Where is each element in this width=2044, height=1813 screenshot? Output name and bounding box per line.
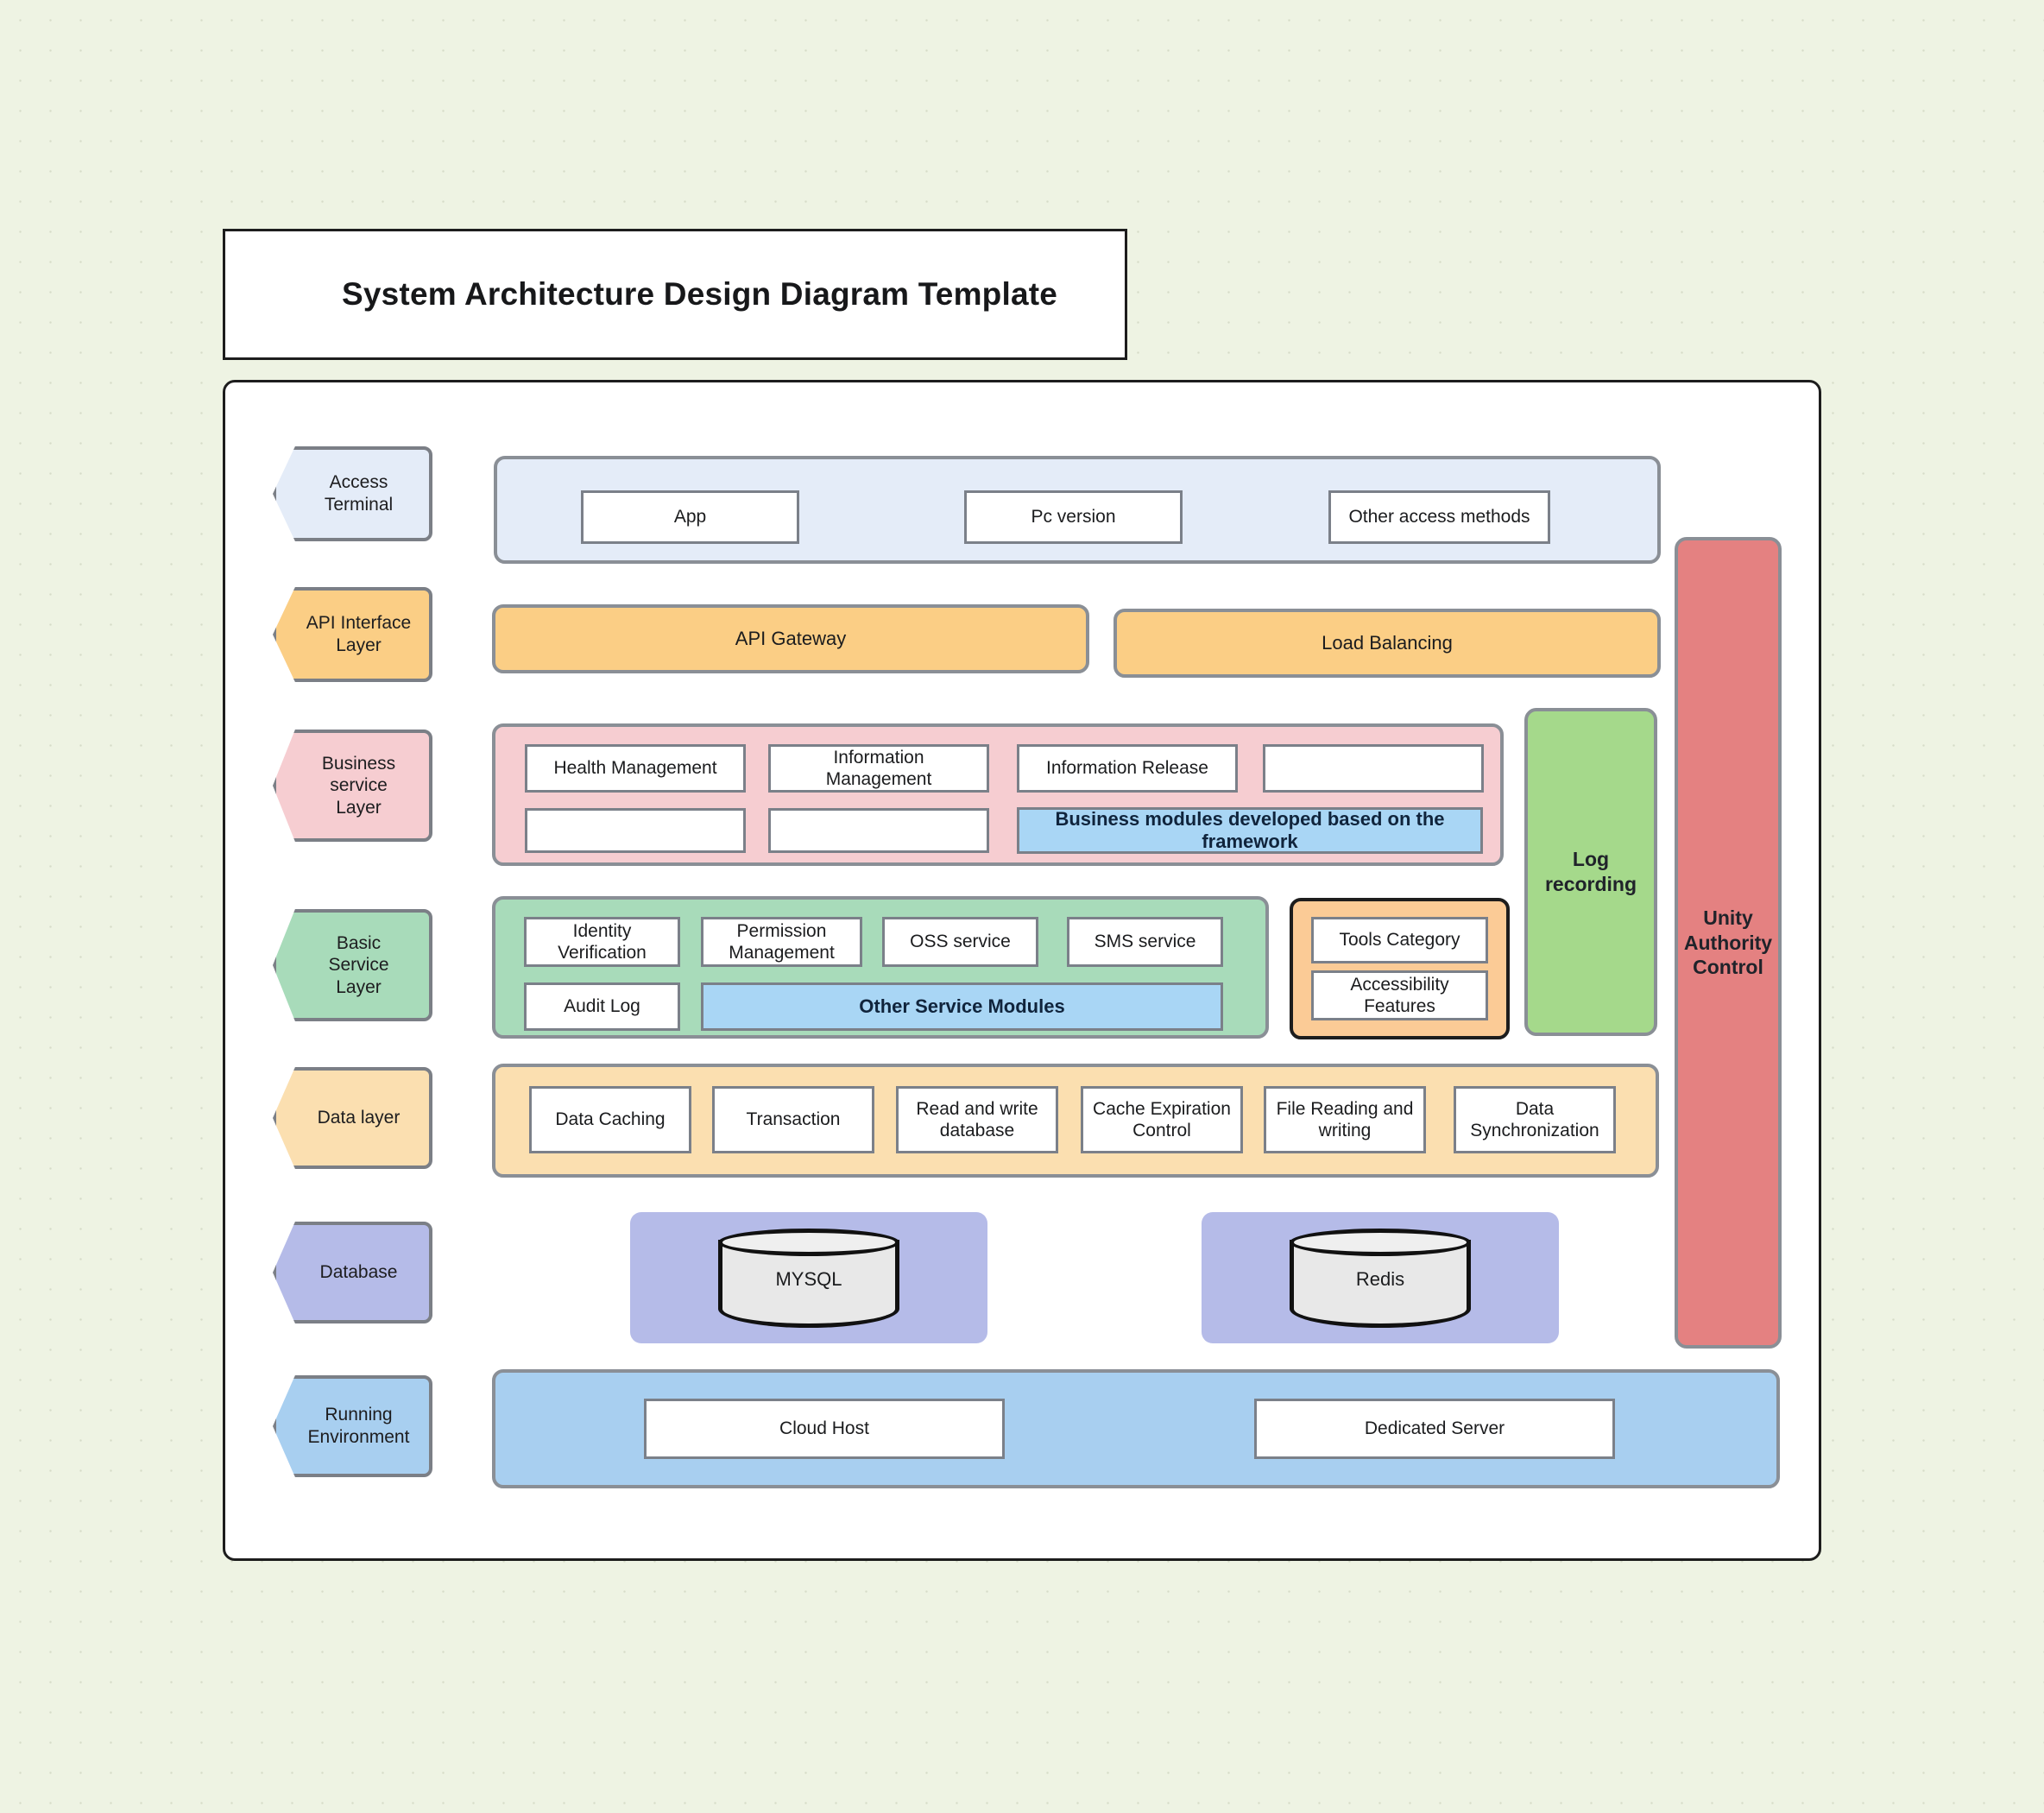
basic-highlight-other-service-modules-label: Other Service Modules <box>859 995 1065 1017</box>
access-item-pc-version[interactable]: Pc version <box>964 490 1183 544</box>
layer-chip-basic-service[interactable]: Basic Service Layer <box>273 909 432 1021</box>
layer-chip-access-terminal[interactable]: Access Terminal <box>273 446 432 541</box>
business-item-information-management[interactable]: Information Management <box>768 744 989 793</box>
database-item-mysql[interactable]: MYSQL <box>630 1212 987 1343</box>
business-item-empty-3[interactable] <box>768 808 989 853</box>
basic-item-sms-service-label: SMS service <box>1094 932 1196 952</box>
basic-item-oss-service-label: OSS service <box>910 932 1011 952</box>
cylinder-icon-redis: Redis <box>1290 1228 1471 1328</box>
access-item-other-access-methods[interactable]: Other access methods <box>1328 490 1550 544</box>
layer-label-business-service: Business service Layer <box>321 753 396 818</box>
layer-chip-database[interactable]: Database <box>273 1222 432 1323</box>
side-panel-log-recording-label: Log recording <box>1544 848 1637 895</box>
layer-label-api-interface: API Interface Layer <box>306 613 412 655</box>
layer-chip-data-layer[interactable]: Data layer <box>273 1067 432 1169</box>
data-item-read-write-database-label: Read and write database <box>916 1098 1038 1140</box>
data-item-cache-expiration-control[interactable]: Cache Expiration Control <box>1081 1086 1243 1153</box>
basic-item-identity-verification-label: Identity Verification <box>558 920 647 963</box>
business-item-information-release[interactable]: Information Release <box>1017 744 1238 793</box>
layer-label-basic-service: Basic Service Layer <box>328 932 389 997</box>
business-highlight-framework-modules[interactable]: Business modules developed based on the … <box>1017 807 1483 854</box>
database-item-redis[interactable]: Redis <box>1202 1212 1559 1343</box>
side-panel-unity-authority-control[interactable]: Unity Authority Control <box>1675 537 1782 1349</box>
basic-highlight-other-service-modules[interactable]: Other Service Modules <box>701 982 1223 1031</box>
business-item-health-management-label: Health Management <box>553 758 717 779</box>
layer-label-running-env: Running Environment <box>307 1405 410 1447</box>
business-item-information-release-label: Information Release <box>1046 758 1208 779</box>
api-item-api-gateway-label: API Gateway <box>735 628 847 649</box>
layer-label-database: Database <box>319 1262 398 1283</box>
data-item-data-synchronization[interactable]: Data Synchronization <box>1454 1086 1616 1153</box>
basic-item-audit-log[interactable]: Audit Log <box>524 982 680 1031</box>
basic-item-permission-management-label: Permission Management <box>729 920 835 963</box>
business-item-empty-1[interactable] <box>1263 744 1484 793</box>
running-env-item-dedicated-server-label: Dedicated Server <box>1364 1418 1505 1439</box>
data-item-transaction-label: Transaction <box>746 1109 841 1130</box>
api-item-load-balancing[interactable]: Load Balancing <box>1113 609 1661 678</box>
api-item-load-balancing-label: Load Balancing <box>1322 632 1453 654</box>
layer-label-data-layer: Data layer <box>317 1108 401 1128</box>
running-env-item-dedicated-server[interactable]: Dedicated Server <box>1254 1399 1615 1459</box>
data-item-transaction[interactable]: Transaction <box>712 1086 874 1153</box>
database-item-redis-label: Redis <box>1355 1268 1405 1291</box>
running-env-item-cloud-host[interactable]: Cloud Host <box>644 1399 1005 1459</box>
basic-item-sms-service[interactable]: SMS service <box>1067 917 1223 967</box>
business-item-health-management[interactable]: Health Management <box>525 744 746 793</box>
business-highlight-framework-modules-label: Business modules developed based on the … <box>1055 807 1445 852</box>
access-item-pc-version-label: Pc version <box>1031 507 1116 527</box>
layer-chip-api-interface[interactable]: API Interface Layer <box>273 587 432 682</box>
access-item-other-access-methods-label: Other access methods <box>1348 507 1530 527</box>
business-item-information-management-label: Information Management <box>825 747 932 789</box>
layer-chip-business-service[interactable]: Business service Layer <box>273 730 432 842</box>
running-env-item-cloud-host-label: Cloud Host <box>779 1418 869 1439</box>
database-item-mysql-label: MYSQL <box>775 1268 842 1291</box>
tools-item-accessibility-features[interactable]: Accessibility Features <box>1311 970 1488 1020</box>
data-item-data-synchronization-label: Data Synchronization <box>1470 1098 1599 1140</box>
data-item-data-caching-label: Data Caching <box>555 1109 666 1130</box>
cylinder-icon-mysql: MYSQL <box>718 1228 899 1328</box>
tools-item-tools-category[interactable]: Tools Category <box>1311 917 1488 963</box>
data-item-file-reading-writing-label: File Reading and writing <box>1276 1098 1414 1140</box>
basic-item-oss-service[interactable]: OSS service <box>882 917 1038 967</box>
data-item-cache-expiration-control-label: Cache Expiration Control <box>1093 1098 1231 1140</box>
basic-item-permission-management[interactable]: Permission Management <box>701 917 862 967</box>
title-banner: System Architecture Design Diagram Templ… <box>223 229 1127 360</box>
side-panel-unity-authority-control-label: Unity Authority Control <box>1683 906 1773 979</box>
data-item-file-reading-writing[interactable]: File Reading and writing <box>1264 1086 1426 1153</box>
side-panel-log-recording[interactable]: Log recording <box>1524 708 1657 1036</box>
tools-item-accessibility-features-label: Accessibility Features <box>1350 974 1449 1016</box>
access-item-app[interactable]: App <box>581 490 799 544</box>
access-item-app-label: App <box>673 507 707 527</box>
page-title: System Architecture Design Diagram Templ… <box>342 276 1058 312</box>
data-item-data-caching[interactable]: Data Caching <box>529 1086 691 1153</box>
basic-item-audit-log-label: Audit Log <box>564 996 640 1017</box>
data-item-read-write-database[interactable]: Read and write database <box>896 1086 1058 1153</box>
layer-label-access-terminal: Access Terminal <box>324 472 394 515</box>
api-item-api-gateway[interactable]: API Gateway <box>492 604 1089 673</box>
tools-item-tools-category-label: Tools Category <box>1339 930 1460 951</box>
layer-chip-running-env[interactable]: Running Environment <box>273 1375 432 1477</box>
business-item-empty-2[interactable] <box>525 808 746 853</box>
basic-item-identity-verification[interactable]: Identity Verification <box>524 917 680 967</box>
